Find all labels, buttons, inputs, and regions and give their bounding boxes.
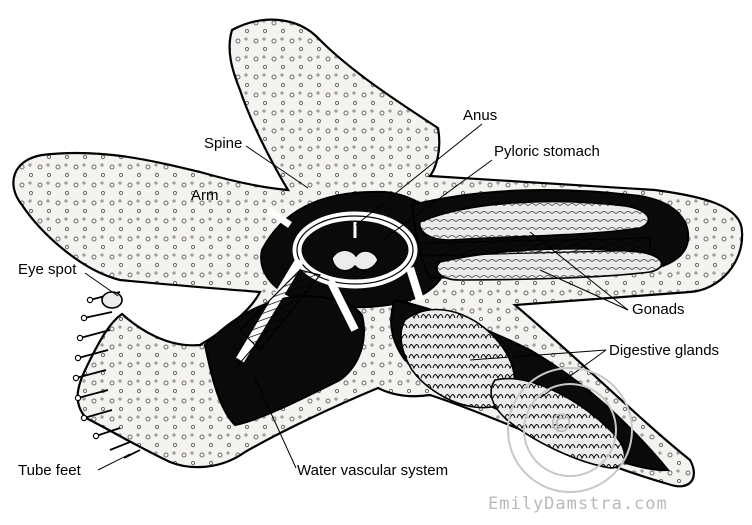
label-gonads: Gonads (632, 301, 685, 318)
label-spine: Spine (204, 135, 243, 152)
gonads (419, 200, 663, 281)
label-arm: Arm (191, 187, 219, 204)
watermark-text: EmilyDamstra.com (488, 494, 668, 514)
label-tube-feet: Tube feet (18, 462, 81, 479)
eye-spot (101, 291, 123, 309)
leader-lines (84, 123, 629, 471)
label-water-vascular-system: Water vascular system (297, 462, 449, 479)
pyloric-stomach (331, 222, 379, 272)
water-vascular-system (233, 207, 424, 371)
digestive-glands (400, 308, 626, 469)
label-pyloric-stomach: Pyloric stomach (494, 143, 600, 160)
label-eye-spot: Eye spot (18, 261, 77, 278)
label-digestive-glands: Digestive glands (609, 342, 720, 359)
label-anus: Anus (463, 107, 498, 124)
copyright-seal (507, 367, 633, 493)
copyright-symbol: © (552, 407, 572, 442)
radial-canal-right (419, 237, 651, 257)
